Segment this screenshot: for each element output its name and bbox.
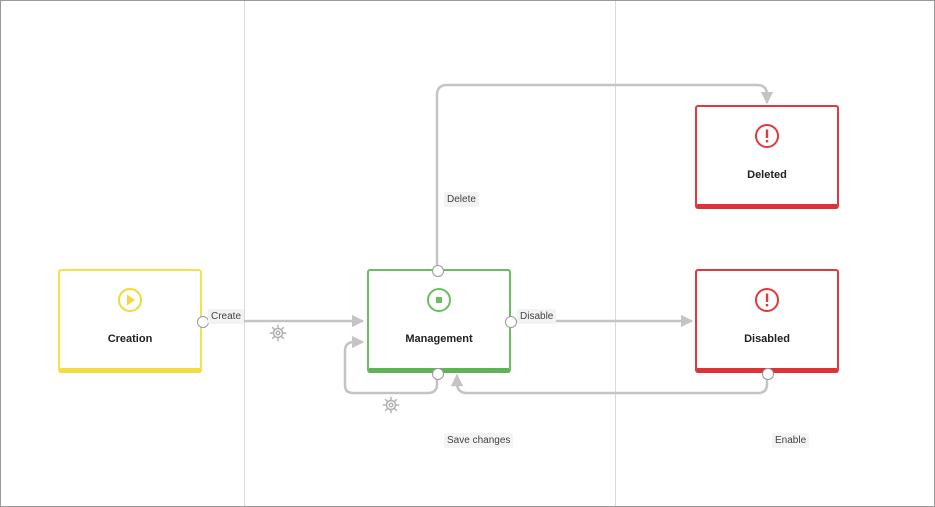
node-disabled[interactable]: Disabled xyxy=(695,269,839,373)
node-title: Deleted xyxy=(747,169,787,181)
wire-save-changes xyxy=(343,335,439,395)
transition-label-disable[interactable]: Disable xyxy=(517,309,557,324)
node-title: Creation xyxy=(107,333,153,345)
node-title: Disabled xyxy=(744,333,790,345)
node-management[interactable]: Management xyxy=(367,269,511,373)
transition-label-save-changes[interactable]: Save changes xyxy=(444,433,514,448)
management-right-port[interactable] xyxy=(505,316,517,328)
transition-label-create[interactable]: Create xyxy=(208,309,245,324)
node-creation[interactable]: Creation xyxy=(58,269,202,373)
wire-enable xyxy=(450,373,769,395)
management-top-port[interactable] xyxy=(432,265,444,277)
alert-icon xyxy=(755,124,779,148)
wire-delete xyxy=(435,83,774,269)
lane-divider xyxy=(244,1,245,506)
stop-icon xyxy=(427,288,451,312)
disabled-bottom-port[interactable] xyxy=(762,368,774,380)
play-icon xyxy=(118,288,142,312)
node-deleted[interactable]: Deleted xyxy=(695,105,839,209)
management-bottom-port[interactable] xyxy=(432,368,444,380)
lane-divider xyxy=(615,1,616,506)
node-title: Management xyxy=(405,333,473,345)
alert-icon xyxy=(755,288,779,312)
transition-label-delete[interactable]: Delete xyxy=(444,192,479,207)
gear-icon[interactable] xyxy=(382,396,400,414)
transition-label-enable[interactable]: Enable xyxy=(772,433,810,448)
gear-icon[interactable] xyxy=(269,324,287,342)
